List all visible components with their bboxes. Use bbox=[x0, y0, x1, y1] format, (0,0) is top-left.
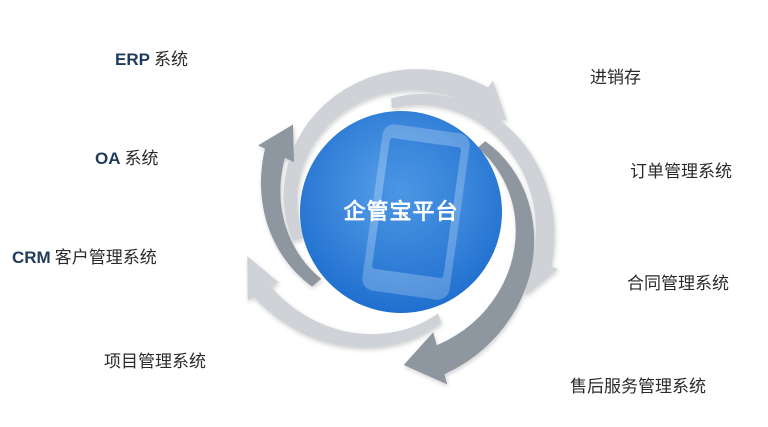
module-text: 订单管理系统 bbox=[630, 162, 732, 182]
module-label-project: 项目管理系统 bbox=[104, 352, 206, 372]
module-text: 客户管理系统 bbox=[54, 248, 157, 268]
module-label-inventory: 进销存 bbox=[590, 68, 641, 88]
arrow-right-light bbox=[391, 93, 558, 296]
module-text: 进销存 bbox=[590, 68, 641, 88]
module-text: 系统 bbox=[153, 50, 188, 70]
swirl-arrows bbox=[247, 69, 558, 385]
center-circle bbox=[300, 111, 502, 313]
center-title: 企管宝平台 bbox=[343, 200, 459, 225]
arrow-bottomright-dark bbox=[403, 141, 535, 385]
module-text: 系统 bbox=[124, 149, 159, 169]
center-hub bbox=[300, 111, 502, 313]
module-label-order: 订单管理系统 bbox=[630, 162, 732, 182]
module-label-aftersales: 售后服务管理系统 bbox=[570, 377, 706, 397]
arrow-bottom-light bbox=[247, 256, 442, 348]
phone-icon bbox=[362, 124, 470, 300]
module-prefix: CRM bbox=[12, 248, 51, 267]
module-text: 项目管理系统 bbox=[104, 352, 206, 372]
arrow-top-light bbox=[283, 69, 507, 241]
module-label-contract: 合同管理系统 bbox=[627, 274, 729, 294]
module-prefix: OA bbox=[95, 149, 121, 168]
module-text: 合同管理系统 bbox=[627, 274, 729, 294]
module-prefix: ERP bbox=[115, 50, 150, 69]
arrow-left-dark bbox=[258, 124, 322, 287]
module-text: 售后服务管理系统 bbox=[570, 377, 706, 397]
